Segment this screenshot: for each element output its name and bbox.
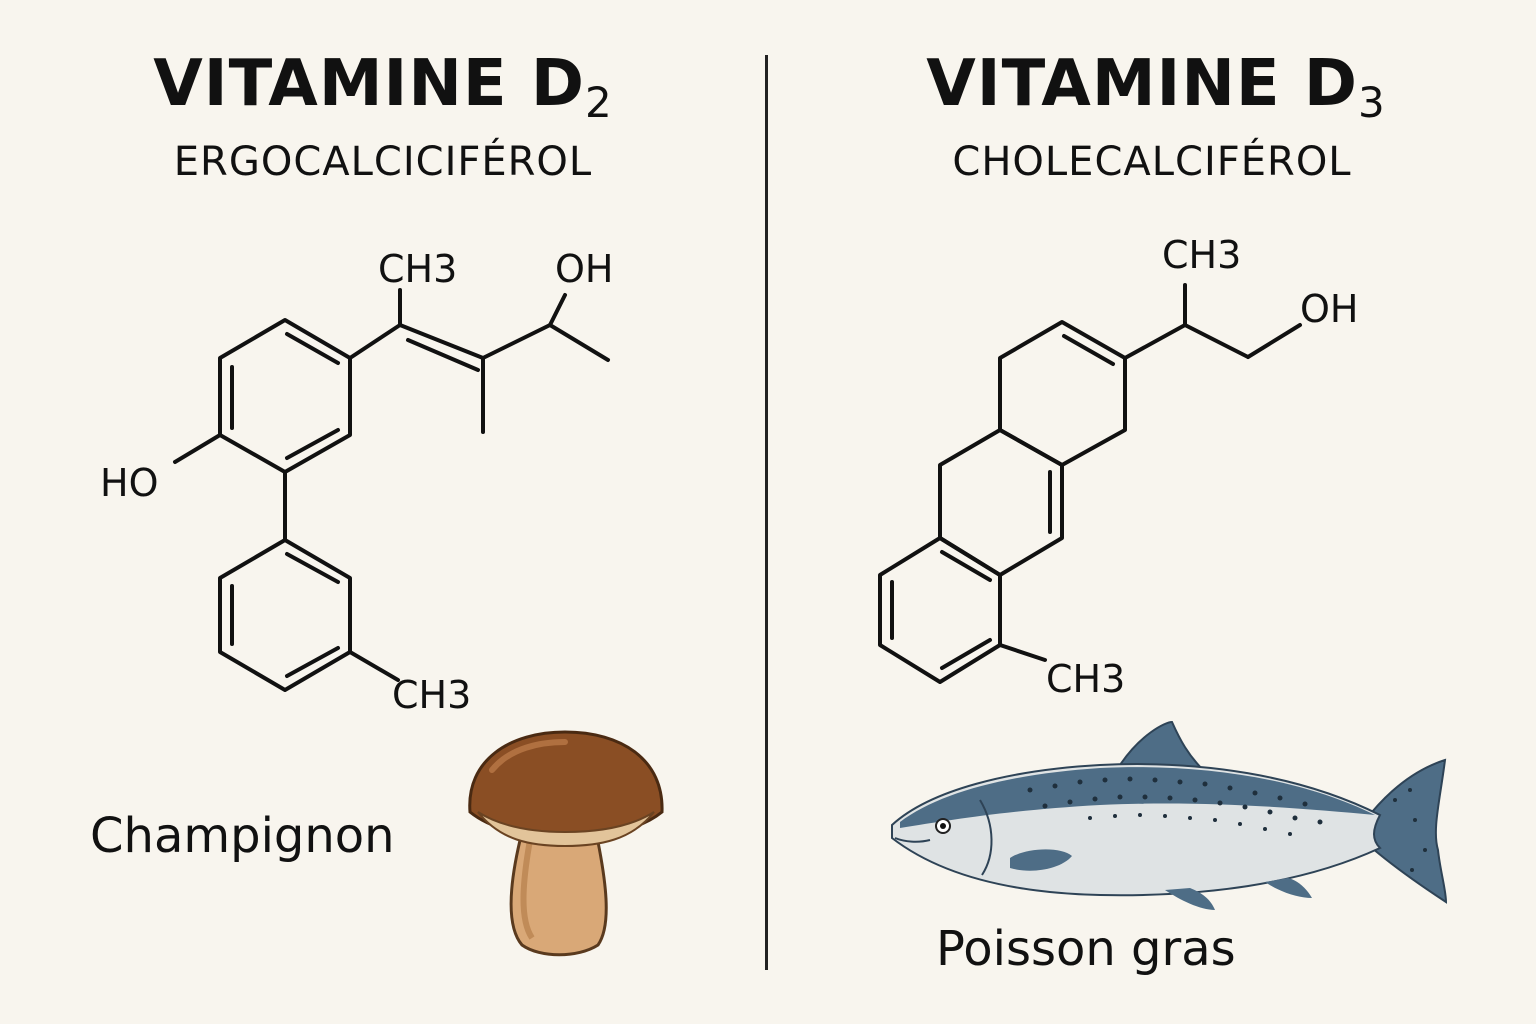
source-label-poisson-gras: Poisson gras: [936, 921, 1236, 977]
d2-oh-label: OH: [555, 247, 613, 291]
vitamin-d2-structure: [173, 288, 610, 692]
d3-ch3-bottom-label: CH3: [1046, 657, 1125, 701]
center-divider: [765, 55, 768, 970]
d3-ch3-top-label: CH3: [1162, 233, 1241, 277]
d2-ch3-top-label: CH3: [378, 247, 457, 291]
vitamin-d3-title: VITAMINE D3: [926, 47, 1386, 127]
vitamin-d2-title: VITAMINE D2: [153, 47, 613, 127]
panel-vitamin-d3: VITAMINE D3 CHOLECALCIFÉROL Poisson gras: [768, 0, 1536, 1024]
source-label-champignon: Champignon: [90, 808, 395, 864]
panel-vitamin-d2: VITAMINE D2 ERGOCALCICIFÉROL Champignon: [0, 0, 766, 1024]
mushroom-icon: [468, 730, 664, 957]
d2-ho-label: HO: [100, 461, 158, 505]
d3-oh-label: OH: [1300, 287, 1358, 331]
vitamin-d3-subtitle: CHOLECALCIFÉROL: [952, 139, 1352, 185]
vitamin-d2-subtitle: ERGOCALCICIFÉROL: [173, 139, 593, 185]
d2-ch3-bottom-label: CH3: [392, 673, 471, 717]
fish-icon: [891, 720, 1448, 910]
vitamin-d3-structure: [878, 283, 1302, 684]
